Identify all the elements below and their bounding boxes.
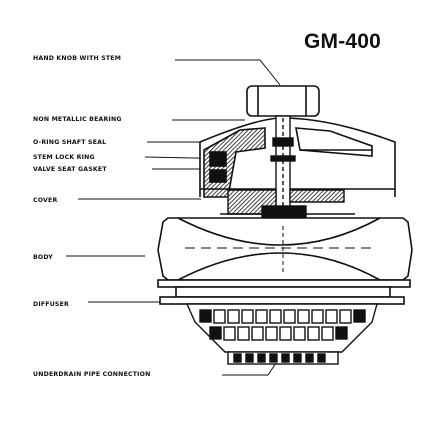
underdrain-connection <box>227 351 339 365</box>
callout-underdrain: UNDERDRAIN PIPE CONNECTION <box>33 371 151 378</box>
callout-hand-knob: HAND KNOB WITH STEM <box>33 55 122 62</box>
callout-body: BODY <box>33 254 53 261</box>
diffuser-flange <box>157 279 411 305</box>
diffuser-cone <box>185 303 378 353</box>
callout-oring: O-RING SHAFT SEAL <box>33 139 107 146</box>
callout-cover: COVER <box>33 197 58 204</box>
callout-diffuser: DIFFUSER <box>33 301 69 308</box>
model-title: GM-400 <box>304 30 382 53</box>
cover <box>199 117 396 198</box>
callout-gasket: VALVE SEAT GASKET <box>33 166 107 173</box>
callout-stem-lock: STEM LOCK RING <box>33 154 95 161</box>
valve-body <box>157 217 413 281</box>
valve-seat <box>220 189 355 219</box>
stem <box>270 115 296 227</box>
hand-knob <box>246 85 320 117</box>
callout-bearing: NON METALLIC BEARING <box>33 116 122 123</box>
